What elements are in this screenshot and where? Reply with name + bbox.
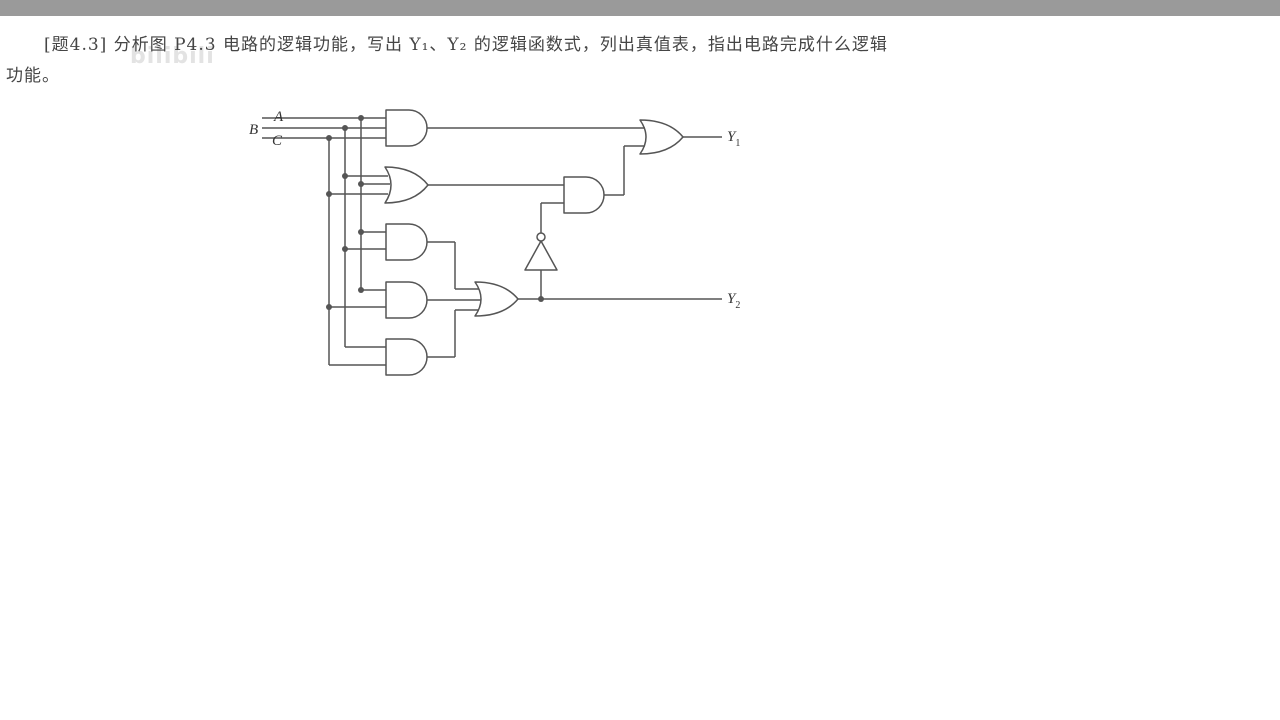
or-gate-3: [639, 119, 684, 155]
and-gate-5: [385, 338, 428, 376]
input-wires: [262, 117, 386, 365]
branch-wires: [329, 175, 390, 366]
or-gate-2: [474, 281, 519, 317]
top-bar: [0, 0, 1280, 16]
input-label-b: B: [249, 122, 258, 138]
and-gate-3: [385, 223, 428, 261]
watermark-logo: bilibili: [130, 44, 215, 69]
or-gate-1: [384, 166, 429, 204]
output-label-y2: Y2: [727, 291, 740, 311]
problem-line-1: [题4.3] 分析图 P4.3 电路的逻辑功能，写出 Y₁、Y₂ 的逻辑函数式，…: [44, 35, 888, 55]
output-label-y1: Y1: [727, 129, 740, 149]
inverter-gate: [524, 240, 558, 271]
and-gate-1: [385, 109, 428, 147]
problem-statement: [题4.3] 分析图 P4.3 电路的逻辑功能，写出 Y₁、Y₂ 的逻辑函数式，…: [6, 30, 1006, 92]
problem-line-2: 功能。: [6, 66, 60, 86]
and-gate-2: [563, 176, 605, 214]
junction-dots: [326, 115, 544, 310]
and-gate-4: [385, 281, 428, 319]
input-label-a: A: [273, 109, 284, 125]
input-label-c: C: [272, 133, 283, 149]
